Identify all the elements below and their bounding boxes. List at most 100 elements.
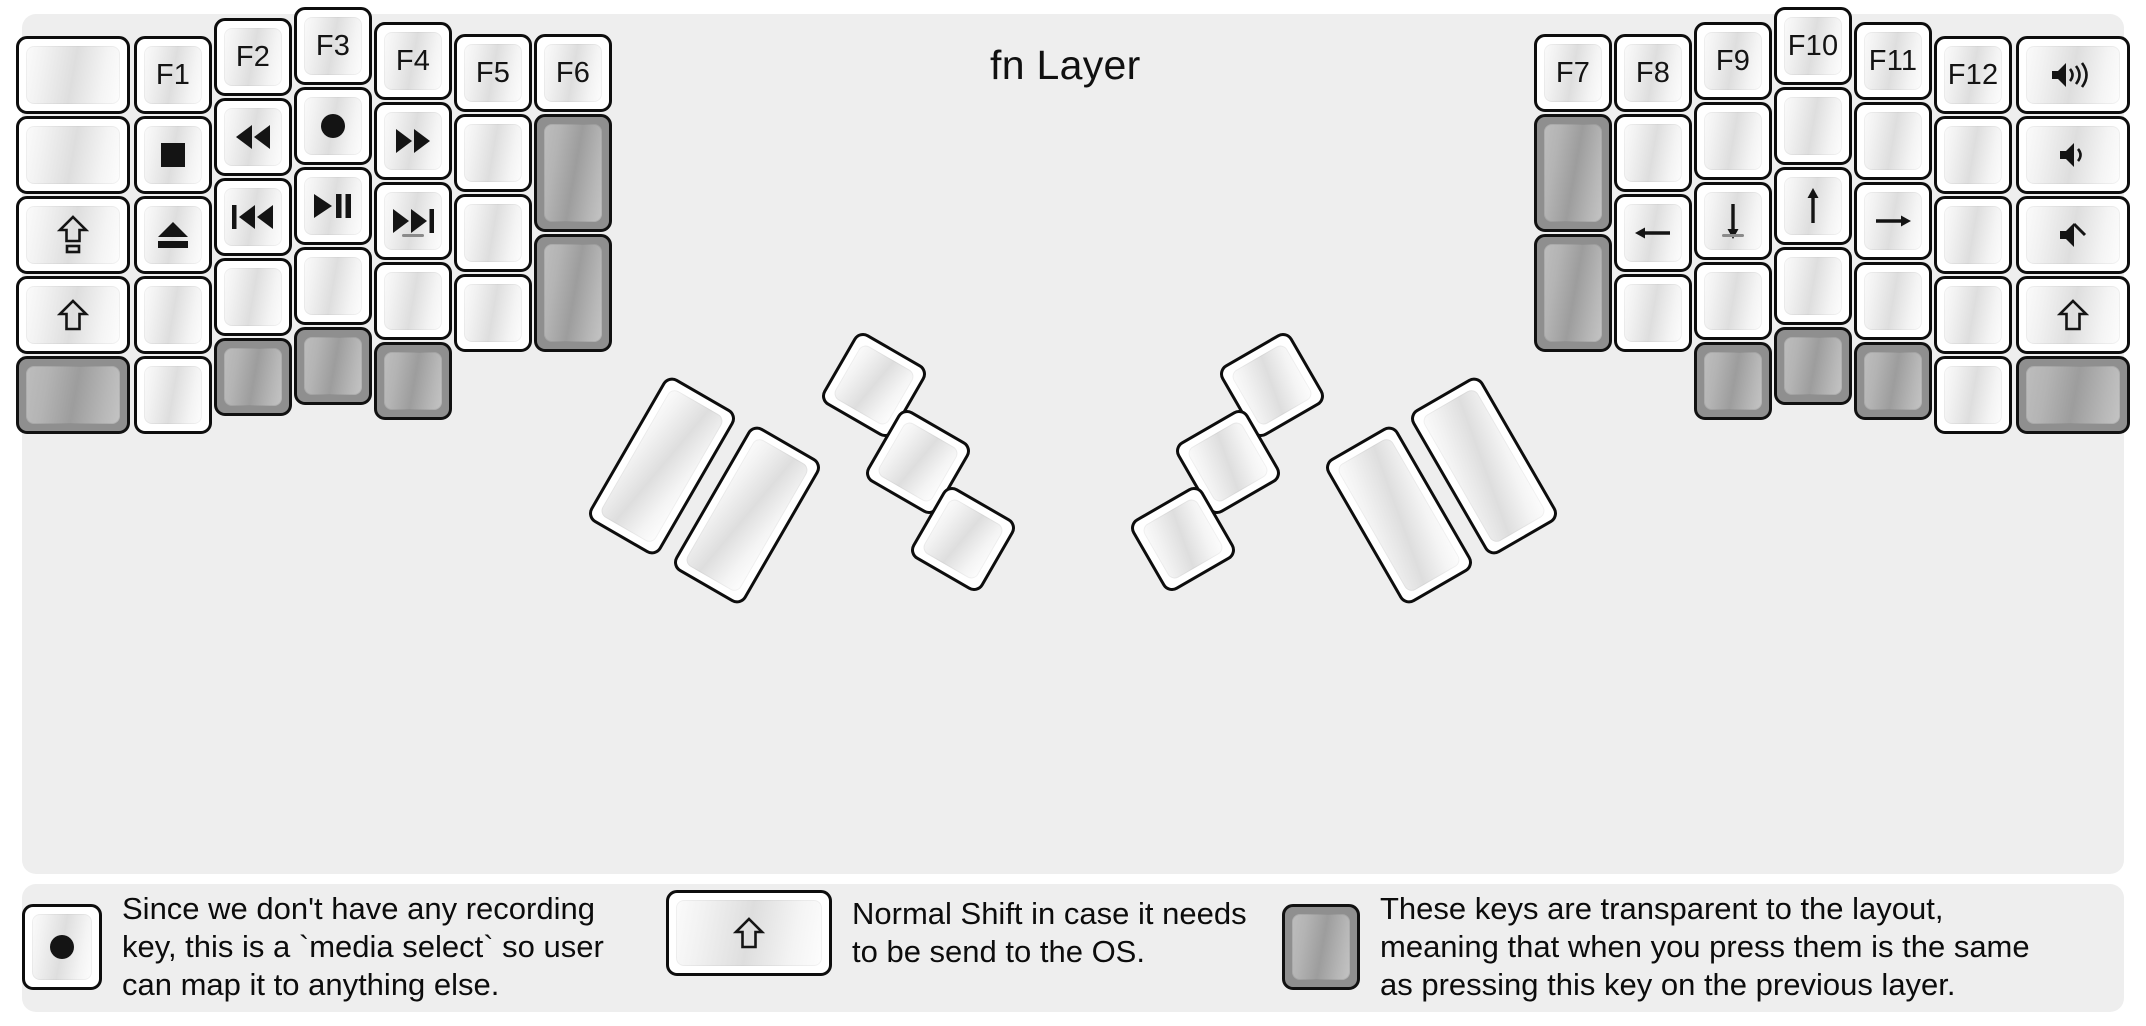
key-left-middle-1[interactable] — [294, 87, 372, 165]
key-right-pinky-outer-2[interactable] — [2016, 196, 2130, 274]
fast-forward-icon — [394, 128, 432, 154]
key-right-inner-extra-0[interactable]: F7 — [1534, 34, 1612, 112]
key-right-inner-extra-1[interactable] — [1534, 114, 1612, 232]
key-left-ring-0[interactable]: F2 — [214, 18, 292, 96]
key-right-ring-3[interactable] — [1854, 262, 1932, 340]
key-left-pinky-3[interactable] — [134, 276, 212, 354]
keycap-face — [1292, 913, 1350, 980]
key-right-index-inner-0[interactable]: F8 — [1614, 34, 1692, 112]
legend-text: These keys are transparent to the layout… — [1380, 891, 2030, 1002]
legend-keycap-record-key-note[interactable] — [22, 903, 102, 990]
key-right-pinky-2[interactable] — [1934, 196, 2012, 274]
keycap-face — [1704, 272, 1762, 330]
key-right-middle-4[interactable] — [1774, 327, 1852, 405]
keycap-face — [304, 337, 362, 395]
key-right-ring-2[interactable] — [1854, 182, 1932, 260]
key-left-inner-extra-2[interactable] — [534, 234, 612, 352]
key-right-index-1[interactable] — [1694, 102, 1772, 180]
volume-down-icon — [2058, 140, 2088, 170]
keycap-face — [1624, 284, 1682, 342]
key-left-pinky-0[interactable]: F1 — [134, 36, 212, 114]
keycap-face — [1944, 206, 2002, 264]
legend-item-transparent-key-note: These keys are transparent to the layout… — [1282, 890, 2030, 1003]
key-label: F5 — [475, 56, 511, 89]
key-right-index-3[interactable] — [1694, 262, 1772, 340]
record-icon — [47, 932, 77, 962]
legend-plate — [22, 884, 2124, 1012]
arrow-up-icon — [1801, 187, 1825, 225]
key-left-ring-4[interactable] — [214, 338, 292, 416]
keycap-face — [544, 44, 602, 102]
key-right-pinky-outer-4[interactable] — [2016, 356, 2130, 434]
key-right-middle-0[interactable]: F10 — [1774, 7, 1852, 85]
key-right-pinky-outer-3[interactable] — [2016, 276, 2130, 354]
key-left-inner-extra-0[interactable]: F6 — [534, 34, 612, 112]
legend-keycap-transparent-key-note[interactable] — [1282, 903, 1360, 990]
key-right-middle-2[interactable] — [1774, 167, 1852, 245]
key-right-pinky-outer-1[interactable] — [2016, 116, 2130, 194]
key-right-pinky-outer-0[interactable] — [2016, 36, 2130, 114]
keycap-face — [224, 108, 282, 166]
keycap-face — [1704, 32, 1762, 90]
key-left-pinky-outer-0[interactable] — [16, 36, 130, 114]
key-right-index-inner-3[interactable] — [1614, 274, 1692, 352]
key-left-pinky-outer-2[interactable] — [16, 196, 130, 274]
key-left-ring-3[interactable] — [214, 258, 292, 336]
key-right-index-inner-2[interactable] — [1614, 194, 1692, 272]
key-right-index-2[interactable] — [1694, 182, 1772, 260]
keycap-face — [1544, 44, 1602, 102]
key-left-middle-4[interactable] — [294, 327, 372, 405]
key-right-index-inner-1[interactable] — [1614, 114, 1692, 192]
key-right-pinky-4[interactable] — [1934, 356, 2012, 434]
key-right-ring-0[interactable]: F11 — [1854, 22, 1932, 100]
key-left-index-4[interactable] — [374, 342, 452, 420]
legend-keycap-shift-key-note[interactable] — [666, 890, 832, 976]
key-right-pinky-1[interactable] — [1934, 116, 2012, 194]
key-left-index-2[interactable] — [374, 182, 452, 260]
legend-keycap-wrap — [666, 890, 832, 976]
key-label: F2 — [235, 40, 271, 73]
key-left-index-inner-1[interactable] — [454, 114, 532, 192]
key-right-ring-4[interactable] — [1854, 342, 1932, 420]
key-left-index-1[interactable] — [374, 102, 452, 180]
key-right-middle-1[interactable] — [1774, 87, 1852, 165]
key-right-middle-3[interactable] — [1774, 247, 1852, 325]
key-left-inner-extra-1[interactable] — [534, 114, 612, 232]
key-left-index-inner-2[interactable] — [454, 194, 532, 272]
key-left-pinky-1[interactable] — [134, 116, 212, 194]
keycap-face — [1704, 352, 1762, 410]
keycap-face — [464, 124, 522, 182]
key-right-ring-1[interactable] — [1854, 102, 1932, 180]
keycap-face — [144, 286, 202, 344]
key-left-ring-1[interactable] — [214, 98, 292, 176]
key-right-pinky-3[interactable] — [1934, 276, 2012, 354]
volume-mute-icon — [2058, 220, 2088, 250]
key-left-index-inner-0[interactable]: F5 — [454, 34, 532, 112]
key-right-index-0[interactable]: F9 — [1694, 22, 1772, 100]
keycap-face — [144, 46, 202, 104]
next-track-icon — [392, 208, 434, 234]
key-left-ring-2[interactable] — [214, 178, 292, 256]
volume-up-icon — [2050, 60, 2096, 90]
key-left-middle-3[interactable] — [294, 247, 372, 325]
key-left-pinky-outer-3[interactable] — [16, 276, 130, 354]
key-left-middle-2[interactable] — [294, 167, 372, 245]
key-left-index-3[interactable] — [374, 262, 452, 340]
legend-text: Normal Shift in case it needs to be send… — [852, 896, 1247, 969]
play-pause-icon — [313, 193, 353, 219]
key-left-pinky-outer-4[interactable] — [16, 356, 130, 434]
key-left-index-0[interactable]: F4 — [374, 22, 452, 100]
key-left-pinky-4[interactable] — [134, 356, 212, 434]
key-left-pinky-outer-1[interactable] — [16, 116, 130, 194]
key-right-inner-extra-2[interactable] — [1534, 234, 1612, 352]
legend-keycap-wrap — [22, 903, 102, 990]
key-right-index-4[interactable] — [1694, 342, 1772, 420]
key-right-pinky-0[interactable]: F12 — [1934, 36, 2012, 114]
keycap-face — [384, 32, 442, 90]
keycap-face — [304, 177, 362, 235]
key-left-index-inner-3[interactable] — [454, 274, 532, 352]
key-left-middle-0[interactable]: F3 — [294, 7, 372, 85]
key-left-pinky-2[interactable] — [134, 196, 212, 274]
keycap-face — [1864, 272, 1922, 330]
